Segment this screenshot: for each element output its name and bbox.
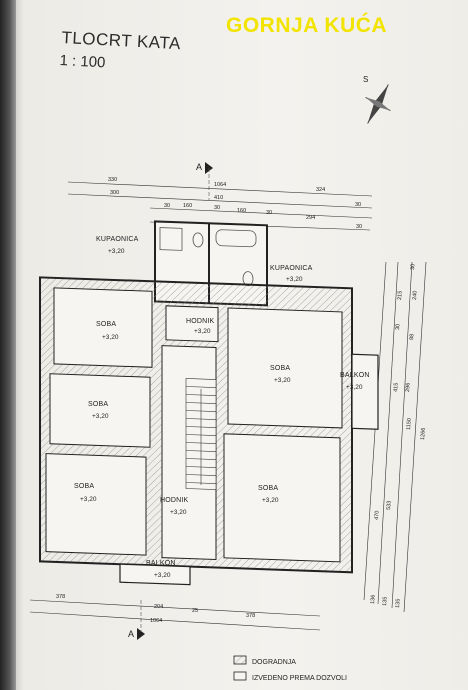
dim-right-9: 470 (374, 511, 381, 521)
staircase (185, 378, 217, 490)
section-label-top: A (196, 162, 202, 172)
room-label-kupaonica-left: KUPAONICA (96, 236, 139, 243)
legend: DOGRADNJA IZVEDENO PREMA DOZVOLI (233, 655, 347, 682)
dim-right-4: 88 (409, 334, 415, 341)
dim-right-1: 215 (397, 291, 404, 301)
room-label-soba-left-top: SOBA (96, 321, 116, 328)
dim-right-7: 1266 (420, 428, 427, 441)
dim-right-13: 135 (395, 599, 402, 609)
room-level-soba-right-bottom: +3,20 (262, 497, 279, 504)
dim-top-row2-0: 300 (110, 190, 119, 196)
shower-tray-left (159, 227, 183, 251)
compass-north-label: S (363, 75, 368, 84)
section-label-bottom: A (128, 629, 134, 639)
toilet-left-icon (192, 232, 204, 248)
dim-right-0: 30 (410, 264, 416, 271)
room-soba-right-top (227, 307, 343, 429)
dim-right-8: 296 (405, 383, 412, 393)
room-level-balkon-right: +3,20 (346, 384, 363, 391)
dim-top-row2-2: 30 (355, 202, 361, 208)
legend-swatch-dogradnja (233, 655, 247, 665)
room-label-hodnik-top: HODNIK (186, 318, 215, 325)
dim-bottom-row2-0: 1064 (150, 618, 162, 624)
room-soba-left-top (53, 287, 153, 368)
right-dimension-labels: 30 215 240 30 88 415 1150 1266 296 470 5… (370, 264, 427, 609)
room-level-soba-left-bottom: +3,20 (80, 496, 97, 503)
dim-top-row1-1: 1064 (214, 182, 226, 188)
balcony-right (351, 353, 379, 430)
room-label-hodnik-bottom: HODNIK (160, 497, 189, 504)
dim-top-row3-2: 30 (214, 205, 220, 211)
room-hodnik-top (165, 305, 219, 343)
bathtub-right (215, 229, 257, 248)
bottom-dimension-lines (29, 599, 321, 631)
room-labels: KUPAONICA +3,20 KUPAONICA +3,20 HODNIK +… (74, 236, 370, 579)
dim-top-row3-0: 30 (164, 203, 170, 209)
dim-top-row3-1: 160 (183, 203, 192, 209)
legend-label-dogradnja: DOGRADNJA (252, 659, 296, 666)
room-label-soba-left-mid: SOBA (88, 401, 108, 408)
right-dimension-lines (363, 261, 427, 613)
dim-top-row2-1: 410 (214, 195, 223, 201)
dim-right-12: 135 (382, 597, 389, 607)
room-level-soba-left-top: +3,20 (102, 334, 119, 341)
dim-top-row3-4: 30 (266, 210, 272, 216)
room-level-balkon-bottom: +3,20 (154, 572, 171, 579)
dim-right-6: 1150 (406, 418, 413, 430)
section-marker-top: A (196, 162, 213, 200)
dim-top-row3-3: 160 (237, 208, 246, 214)
legend-label-izvedeno: IZVEDENO PREMA DOZVOLI (252, 675, 347, 682)
dim-bottom-row1-3: 378 (246, 613, 255, 619)
room-label-kupaonica-right: KUPAONICA (270, 265, 313, 272)
compass-icon (365, 84, 391, 124)
house-title: GORNJA KUĆA (226, 14, 388, 37)
balcony-bottom (119, 563, 191, 586)
binder-edge (0, 0, 16, 690)
dim-bottom-row1-1: 204 (154, 604, 163, 610)
room-soba-left-mid (49, 373, 151, 448)
room-label-balkon-right: BALKON (340, 372, 370, 379)
dim-top-row1-2: 324 (316, 187, 325, 193)
room-level-soba-right-top: +3,20 (274, 377, 291, 384)
dim-right-3: 30 (395, 324, 401, 331)
dim-top-row3-6: 30 (356, 224, 362, 230)
room-level-hodnik-bottom: +3,20 (170, 509, 187, 516)
dim-right-2: 240 (412, 291, 419, 301)
section-marker-bottom: A (128, 600, 145, 640)
room-label-balkon-bottom: BALKON (146, 560, 176, 567)
room-level-kupaonica-right: +3,20 (286, 276, 303, 283)
room-soba-left-bottom (45, 453, 147, 556)
legend-swatch-izvedeno (233, 671, 247, 681)
dim-right-11: 136 (370, 595, 377, 605)
room-soba-right-bottom (223, 433, 341, 563)
dim-top-row3-5: 294 (306, 215, 315, 221)
dim-right-10: 533 (386, 501, 393, 511)
dim-right-5: 415 (393, 383, 400, 393)
dim-top-row1-0: 330 (108, 177, 117, 183)
room-level-kupaonica-left: +3,20 (108, 248, 125, 255)
room-label-soba-right-bottom: SOBA (258, 485, 278, 492)
room-level-soba-left-mid: +3,20 (92, 413, 109, 420)
dim-bottom-row1-2: 25 (192, 608, 198, 614)
dim-bottom-row1-0: 378 (56, 594, 65, 600)
room-level-hodnik-top: +3,20 (194, 328, 211, 335)
building (39, 220, 379, 586)
room-label-soba-left-bottom: SOBA (74, 483, 94, 490)
room-label-soba-right-top: SOBA (270, 365, 290, 372)
